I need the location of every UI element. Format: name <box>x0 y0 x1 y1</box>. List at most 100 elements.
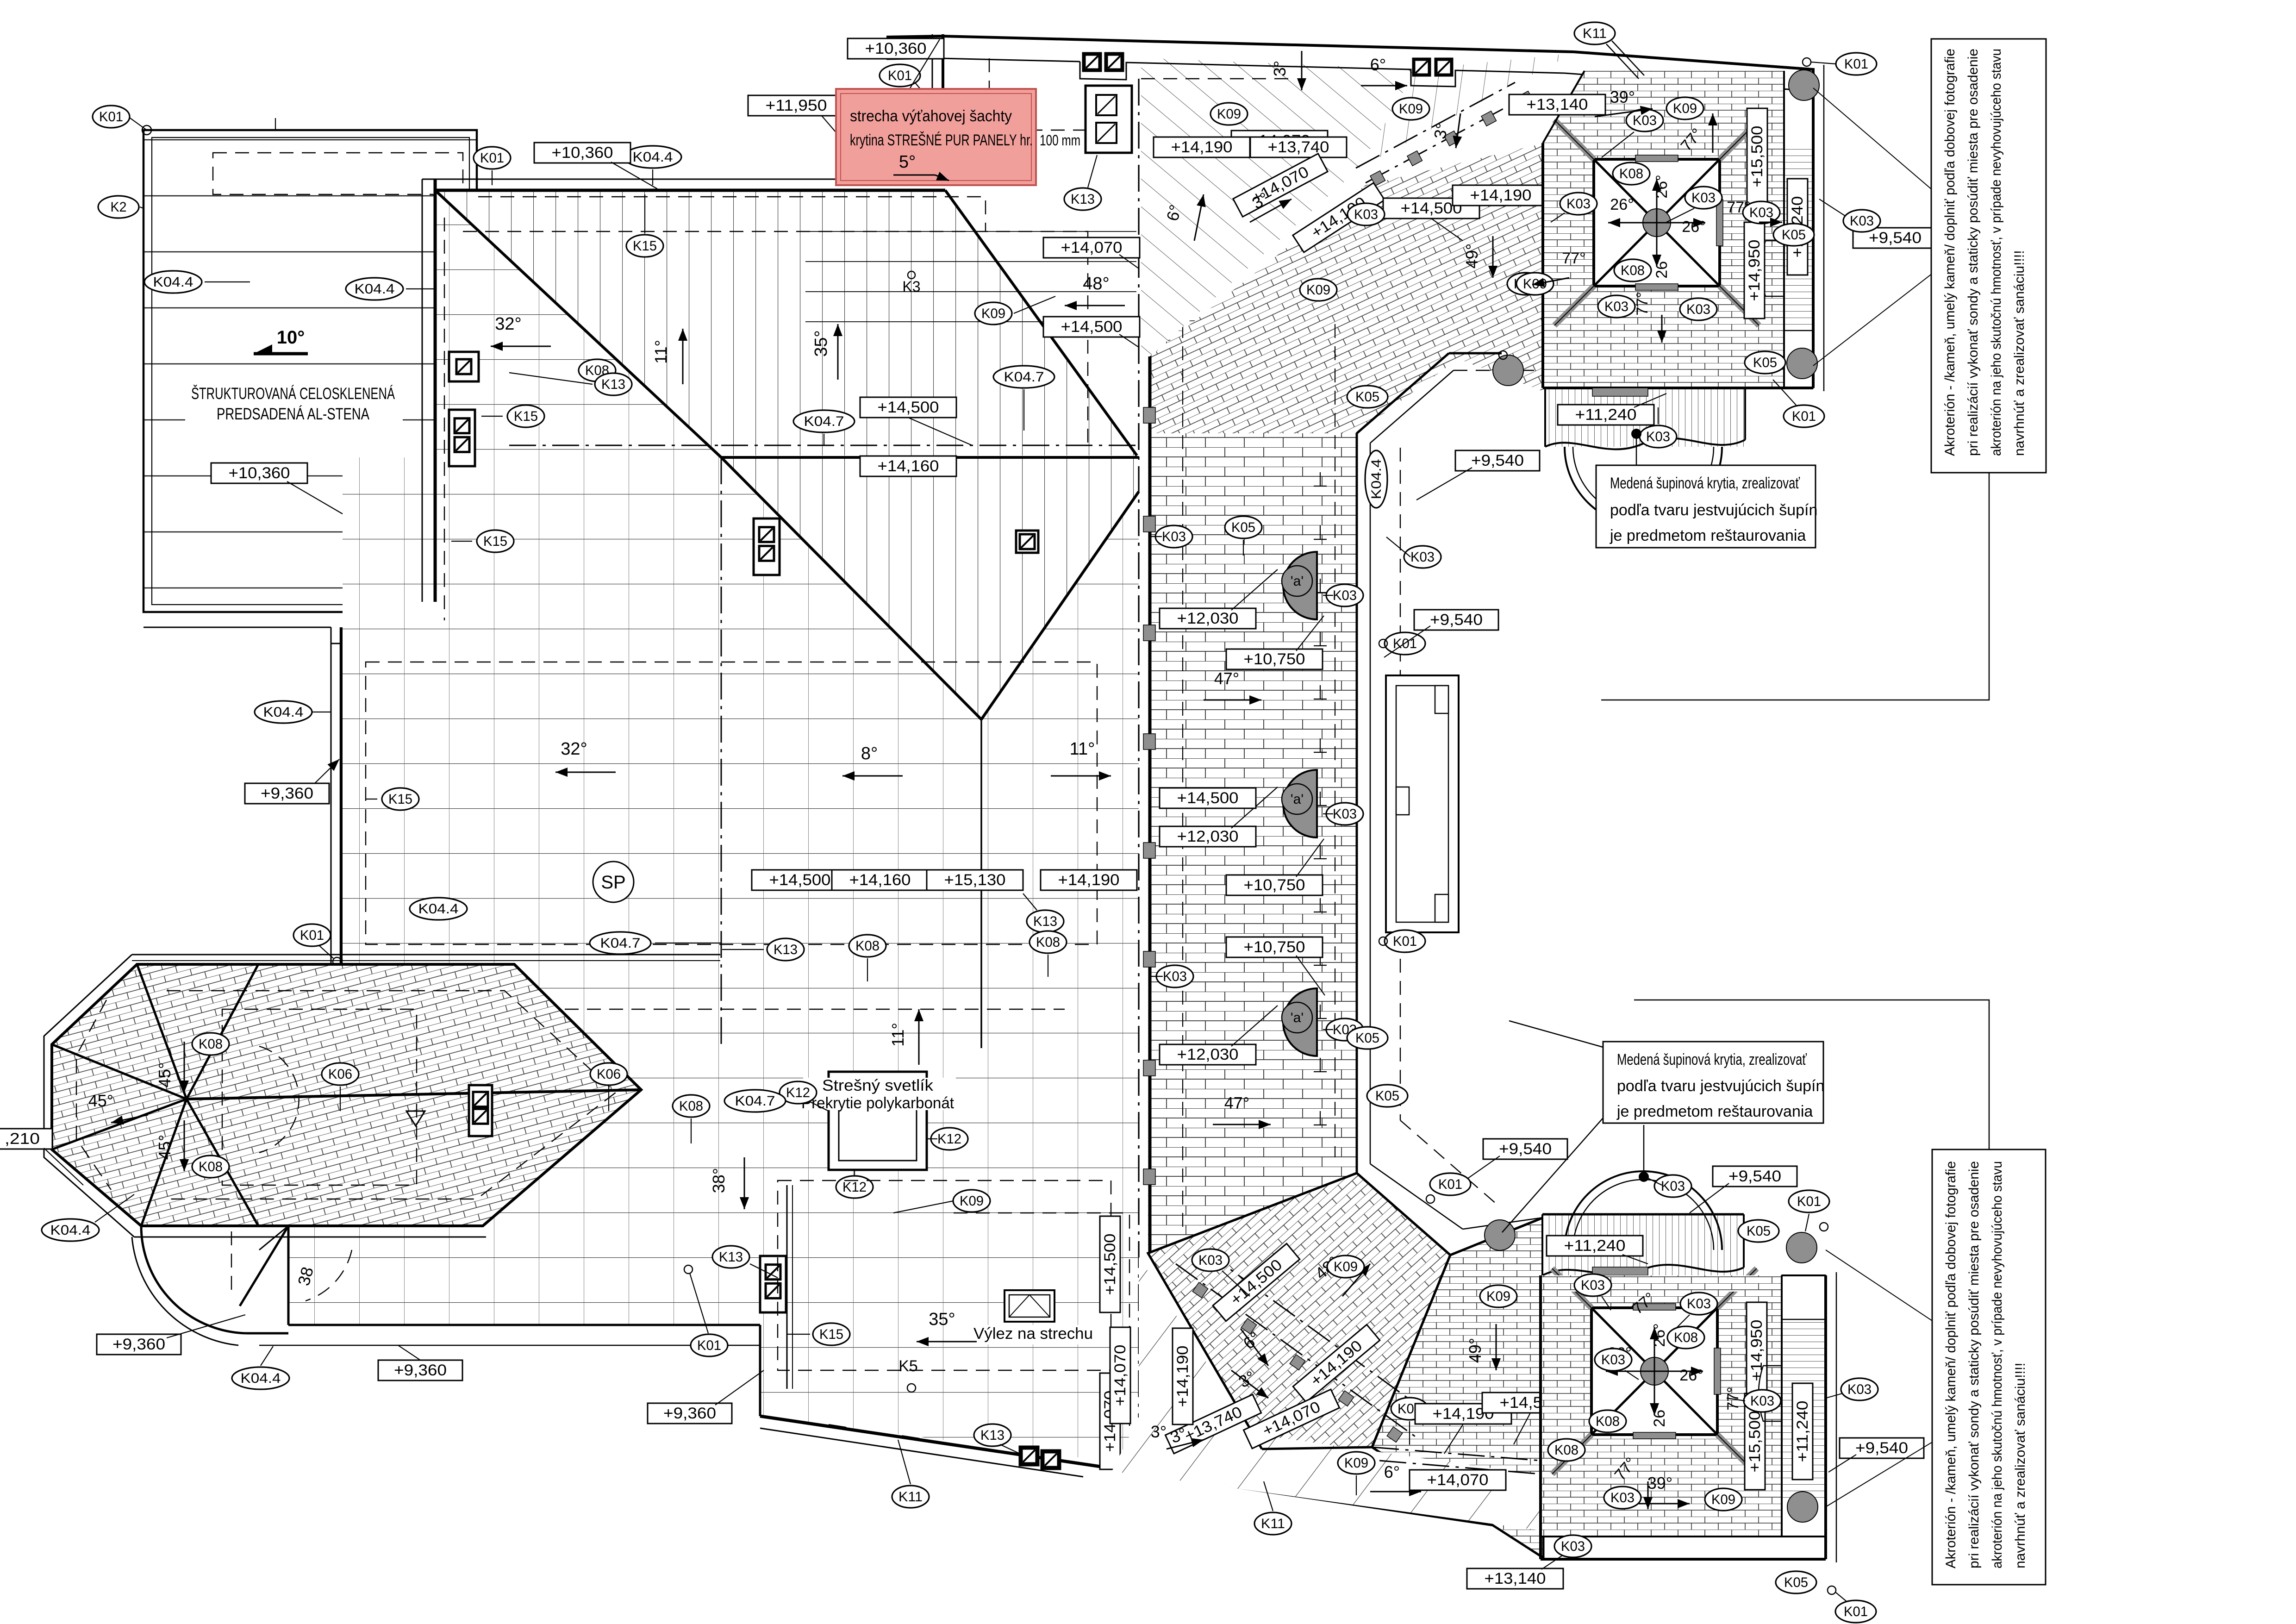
svg-text:K04.7: K04.7 <box>1004 369 1044 385</box>
svg-text:K03: K03 <box>1601 1352 1625 1368</box>
svg-text:+14,500: +14,500 <box>878 399 939 416</box>
svg-text:48°: 48° <box>1083 274 1109 294</box>
svg-text:+9,360: +9,360 <box>394 1362 447 1379</box>
svg-text:K03: K03 <box>1750 1393 1774 1409</box>
svg-text:32°: 32° <box>561 739 587 759</box>
svg-text:K15: K15 <box>819 1327 843 1342</box>
svg-text:+15,500: +15,500 <box>1748 126 1766 187</box>
svg-text:K01: K01 <box>1844 1604 1868 1619</box>
svg-text:+13,140: +13,140 <box>1527 96 1588 113</box>
svg-text:+12,030: +12,030 <box>1177 1046 1239 1063</box>
svg-text:K5: K5 <box>898 1357 918 1375</box>
svg-text:K04.7: K04.7 <box>735 1093 775 1109</box>
svg-text:K08: K08 <box>1596 1414 1620 1429</box>
svg-text:3°: 3° <box>1270 61 1289 76</box>
svg-text:+14,190: +14,190 <box>1058 871 1120 889</box>
svg-text:krytina STREŠNÉ PUR PANELY hr.: krytina STREŠNÉ PUR PANELY hr. <box>850 131 1033 149</box>
svg-text:K11: K11 <box>1583 26 1607 41</box>
svg-text:+14,500: +14,500 <box>1061 318 1123 336</box>
svg-text:Prekrytie polykarbonát: Prekrytie polykarbonát <box>801 1094 955 1112</box>
svg-text:+14,500: +14,500 <box>1101 1234 1119 1295</box>
svg-text:K09: K09 <box>1399 101 1423 117</box>
svg-text:K01: K01 <box>300 928 324 943</box>
svg-text:K13: K13 <box>719 1249 743 1265</box>
svg-text:K03: K03 <box>1610 1490 1635 1505</box>
svg-text:K03: K03 <box>1604 299 1628 314</box>
svg-text:navrhnúť a zrealizovať sanáciu: navrhnúť a zrealizovať sanáciu!!!! <box>2012 250 2027 456</box>
svg-text:K01: K01 <box>480 150 504 166</box>
svg-text:8°: 8° <box>861 744 878 763</box>
svg-text:26°: 26° <box>1610 196 1634 213</box>
svg-text:K09: K09 <box>960 1193 984 1209</box>
svg-text:pri realizácií vykonať sondy a: pri realizácií vykonať sondy a staticky … <box>1966 1161 1982 1568</box>
svg-text:+9,360: +9,360 <box>112 1336 165 1353</box>
svg-text:K09: K09 <box>1486 1289 1510 1304</box>
svg-text:26°: 26° <box>1653 175 1671 198</box>
svg-text:49°: 49° <box>1466 1338 1485 1363</box>
svg-text:+11,950: +11,950 <box>766 97 827 114</box>
svg-text:K04.4: K04.4 <box>153 275 193 290</box>
svg-text:K15: K15 <box>483 534 507 549</box>
svg-text:K06: K06 <box>597 1067 621 1082</box>
svg-text:K01: K01 <box>888 68 912 83</box>
svg-text:11°: 11° <box>1070 739 1095 759</box>
svg-text:11°: 11° <box>651 340 670 364</box>
svg-text:K12: K12 <box>937 1131 961 1147</box>
svg-text:K04.4: K04.4 <box>241 1371 281 1386</box>
svg-text:'a': 'a' <box>1291 1010 1304 1025</box>
svg-text:navrhnúť a zrealizovať sanáciu: navrhnúť a zrealizovať sanáciu!!!! <box>2013 1363 2028 1568</box>
svg-text:3°: 3° <box>1430 121 1452 140</box>
svg-text:K13: K13 <box>601 377 625 392</box>
svg-text:+11,240: +11,240 <box>1794 1401 1811 1462</box>
svg-text:+14,160: +14,160 <box>849 871 911 889</box>
svg-text:+12,030: +12,030 <box>1177 610 1239 627</box>
svg-text:K03: K03 <box>1686 302 1710 317</box>
svg-text:+9,540: +9,540 <box>1499 1140 1552 1158</box>
svg-text:+9,540: +9,540 <box>1855 1439 1908 1457</box>
svg-text:K03: K03 <box>1198 1253 1223 1268</box>
svg-text:77°: 77° <box>1727 199 1750 216</box>
svg-text:K04.4: K04.4 <box>1369 459 1384 500</box>
svg-text:K03: K03 <box>1410 550 1435 565</box>
svg-text:77°: 77° <box>1562 250 1585 267</box>
svg-text:47°: 47° <box>1214 669 1239 688</box>
svg-text:K08: K08 <box>1036 935 1060 950</box>
svg-text:K01: K01 <box>99 109 123 125</box>
svg-text:K13: K13 <box>1033 914 1057 929</box>
svg-text:+15,500: +15,500 <box>1746 1411 1764 1473</box>
svg-text:K03: K03 <box>1646 429 1670 444</box>
svg-text:K08: K08 <box>1674 1330 1698 1345</box>
svg-text:K04.4: K04.4 <box>355 281 395 297</box>
svg-text:K01: K01 <box>697 1338 721 1353</box>
svg-text:100 mm: 100 mm <box>1040 132 1080 149</box>
svg-text:K01: K01 <box>1844 56 1868 72</box>
svg-text:6°: 6° <box>1370 55 1386 74</box>
svg-text:K04.4: K04.4 <box>633 150 673 165</box>
svg-text:K09: K09 <box>1344 1455 1368 1471</box>
svg-text:K03: K03 <box>1333 588 1357 603</box>
svg-text:26°: 26° <box>1651 1403 1668 1427</box>
svg-text:+14,500: +14,500 <box>1177 789 1239 807</box>
svg-text:K08: K08 <box>199 1037 223 1052</box>
svg-text:K09: K09 <box>1673 101 1697 116</box>
svg-text:+14,500: +14,500 <box>1401 200 1462 217</box>
svg-text:K03: K03 <box>1691 190 1716 206</box>
svg-text:K01: K01 <box>1393 934 1417 949</box>
svg-text:Akroterión - /kameň, umelý kam: Akroterión - /kameň, umelý kameň/ doplni… <box>1943 1161 1959 1568</box>
svg-text:+10,750: +10,750 <box>1244 938 1305 956</box>
svg-text:+14,070: +14,070 <box>1427 1471 1489 1489</box>
svg-text:+9,360: +9,360 <box>261 785 313 802</box>
svg-text:,210: ,210 <box>5 1130 40 1148</box>
svg-text:K03: K03 <box>1581 1278 1605 1293</box>
svg-text:K05: K05 <box>1355 1031 1379 1046</box>
svg-text:K05: K05 <box>1782 227 1806 243</box>
svg-text:47°: 47° <box>1224 1093 1249 1112</box>
svg-text:26°: 26° <box>1682 218 1705 236</box>
svg-text:Strešný svetlík: Strešný svetlík <box>822 1077 934 1094</box>
svg-text:K04.4: K04.4 <box>50 1223 91 1238</box>
svg-text:+14,190: +14,190 <box>1171 138 1233 156</box>
svg-text:Medená šupinová krytia, zreali: Medená šupinová krytia, zrealizovať <box>1610 475 1800 492</box>
svg-text:SP: SP <box>601 872 625 893</box>
svg-text:akroterión na jeho skutočnú hm: akroterión na jeho skutočnú hmotnosť, v … <box>1990 1161 2005 1568</box>
svg-text:+9,540: +9,540 <box>1471 452 1524 469</box>
